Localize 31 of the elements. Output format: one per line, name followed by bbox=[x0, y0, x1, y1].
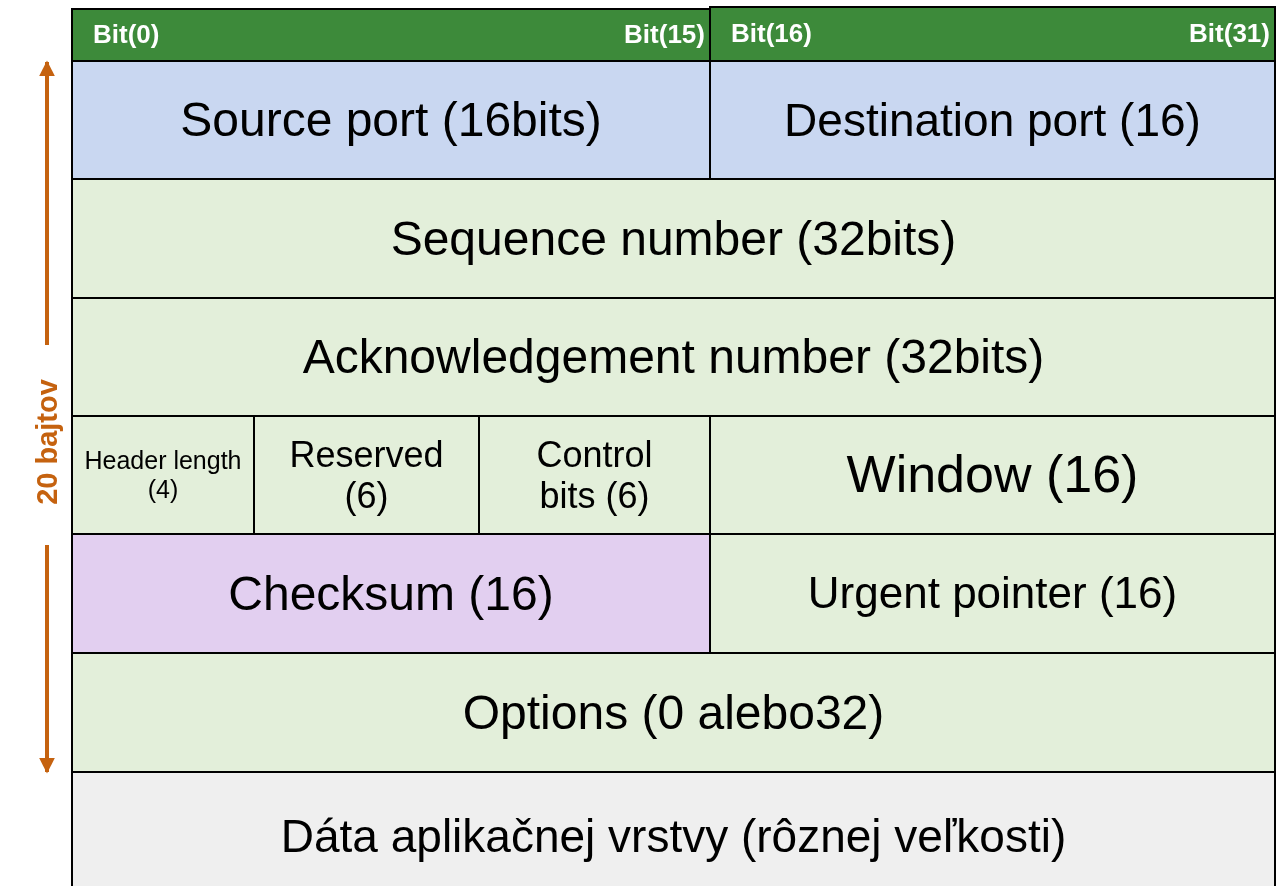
field-label: Options (0 alebo32) bbox=[462, 684, 885, 741]
field-label: Reserved (6) bbox=[288, 433, 445, 517]
field-label: Source port (16bits) bbox=[180, 92, 602, 148]
bit-label: Bit(31) bbox=[1189, 19, 1270, 49]
bit-label: Bit(15) bbox=[624, 20, 705, 50]
field-label: Destination port (16) bbox=[784, 93, 1201, 147]
field-label: Window (16) bbox=[846, 445, 1139, 505]
field-label: Acknowledgement number (32bits) bbox=[302, 329, 1045, 385]
bit-range-header bbox=[709, 6, 1276, 62]
field-cell bbox=[253, 415, 480, 535]
dimension-label: 20 bajtov bbox=[30, 378, 64, 507]
bit-label: Bit(16) bbox=[731, 19, 812, 49]
bit-label: Bit(0) bbox=[93, 20, 160, 50]
field-cell bbox=[709, 415, 1276, 535]
field-label: Urgent pointer (16) bbox=[807, 568, 1178, 619]
field-cell bbox=[71, 60, 711, 180]
field-label: Checksum (16) bbox=[228, 565, 554, 622]
field-cell bbox=[709, 60, 1276, 180]
field-cell bbox=[709, 533, 1276, 654]
field-label: Control bits (6) bbox=[535, 433, 654, 517]
field-cell bbox=[71, 771, 1276, 886]
field-cell bbox=[71, 297, 1276, 417]
field-label: Sequence number (32bits) bbox=[390, 210, 957, 267]
field-cell bbox=[478, 415, 711, 535]
field-cell bbox=[71, 178, 1276, 299]
field-cell bbox=[71, 652, 1276, 773]
bit-range-header bbox=[71, 8, 711, 62]
field-label: Header length (4) bbox=[83, 446, 243, 504]
field-cell bbox=[71, 415, 255, 535]
field-cell bbox=[71, 533, 711, 654]
field-label: Dáta aplikačnej vrstvy (rôznej veľkosti) bbox=[280, 809, 1067, 863]
